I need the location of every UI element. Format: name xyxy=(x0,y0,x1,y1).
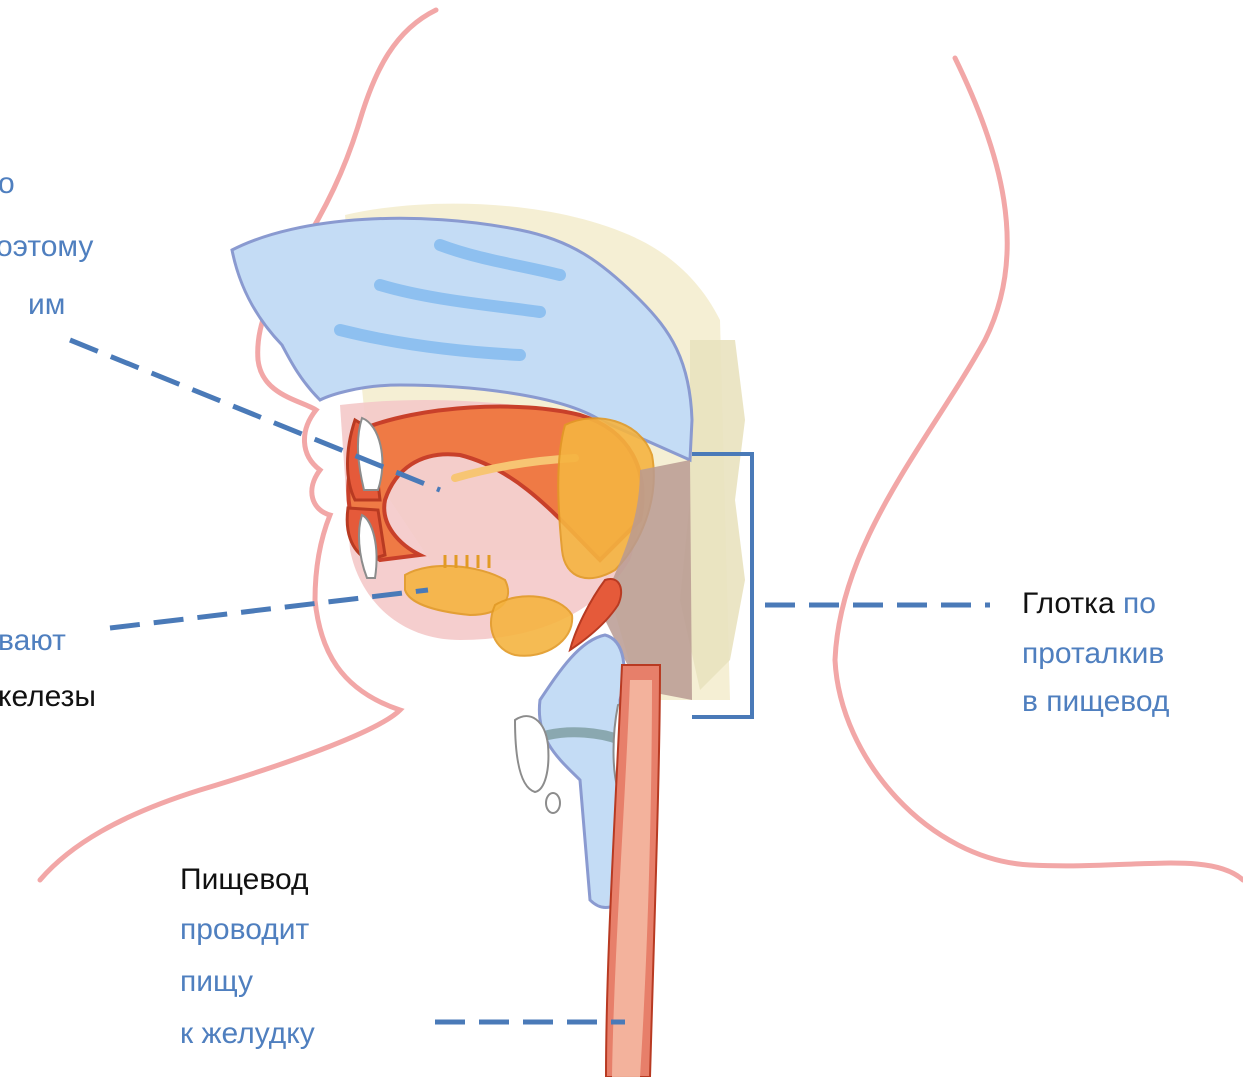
tongue-label-line-1: о xyxy=(0,166,15,202)
salivary-label-line-1: вают xyxy=(0,623,66,659)
hyoid-bone xyxy=(546,793,560,813)
pharynx-label-line-1: Глотка по xyxy=(1022,586,1156,622)
pharynx-title: Глотка xyxy=(1022,587,1115,620)
thyroid-cartilage xyxy=(515,716,548,792)
neck-back-outline xyxy=(835,58,1243,880)
pharynx-desc-3: в пищевод xyxy=(1022,684,1169,720)
sublingual-gland xyxy=(491,596,572,655)
esophagus-desc-3: к желудку xyxy=(180,1016,315,1052)
pharynx-desc-1: по xyxy=(1123,587,1156,620)
tongue-label-line-3: им xyxy=(28,287,65,323)
tongue-label-line-2: оэтому xyxy=(0,229,93,265)
salivary-label-line-2: келезы xyxy=(0,679,96,715)
esophagus-desc-1: проводит xyxy=(180,912,309,948)
pharynx-desc-2: проталкив xyxy=(1022,636,1164,672)
salivary-leader-line xyxy=(110,590,428,628)
esophagus-title: Пищевод xyxy=(180,862,308,898)
esophagus-desc-2: пищу xyxy=(180,964,253,1000)
